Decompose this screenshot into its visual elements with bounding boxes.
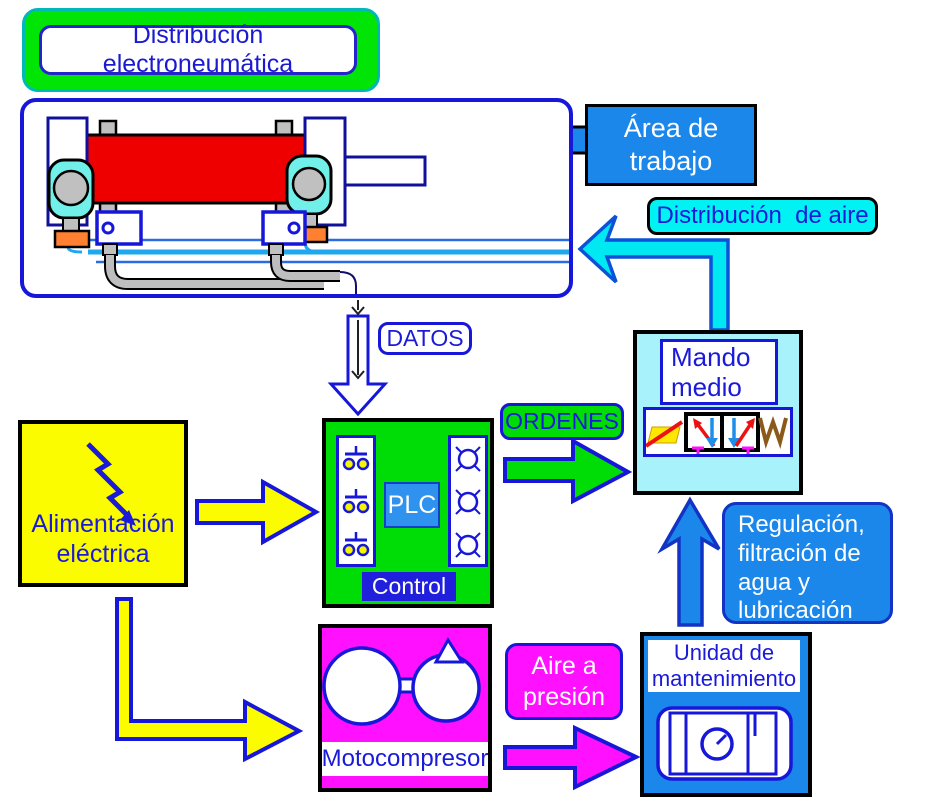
lamp-1	[455, 446, 481, 472]
maintenance-unit-icon	[656, 706, 793, 781]
unidad-line1: Unidad de	[673, 639, 775, 665]
sensor-right-stem	[268, 243, 284, 256]
aire-presion-label: Aire a presión	[505, 643, 623, 720]
motocompresor-label: Motocompresor	[322, 742, 488, 776]
page-title: Distribución electroneumática	[39, 21, 357, 78]
cylinder-illustration	[46, 116, 569, 294]
exhaust-t-left	[692, 446, 704, 454]
ordenes-arrow	[503, 437, 633, 505]
sensor-right-led	[287, 221, 301, 235]
regulacion-line3: agua y	[738, 568, 811, 596]
title-frame: Distribución electroneumática	[22, 8, 380, 92]
alimentacion-label: Alimentación eléctrica	[22, 510, 184, 569]
lamp-2	[455, 489, 481, 515]
unidad-label: Unidad de mantenimiento	[648, 640, 800, 692]
lamp-panel	[448, 435, 488, 567]
aire-presion-line2: presión	[523, 682, 605, 711]
valve-left-stem	[62, 217, 80, 232]
power-arrow-right	[195, 478, 321, 546]
aire-presion-line1: Aire a	[531, 652, 597, 680]
distribucion-aire-label: Distribución de aire	[647, 197, 878, 235]
compressor-icon	[322, 637, 481, 726]
solenoid-slash	[644, 420, 684, 448]
control-box: PLC Con	[322, 418, 494, 608]
datos-text: DATOS	[386, 325, 464, 351]
regulacion-line1: Regulación,	[738, 511, 865, 538]
pushbutton-2	[342, 489, 370, 514]
power-arrow-down	[115, 597, 304, 763]
lamp-icons	[455, 446, 481, 558]
flow-red-1-head	[693, 418, 702, 429]
gauge-needle	[715, 733, 728, 746]
flow-blue-1-head	[706, 438, 718, 448]
exhaust-t-right	[742, 446, 754, 454]
control-text: Control	[371, 573, 447, 599]
datos-inner-arrowhead	[351, 370, 365, 380]
sensor-left-stem	[102, 243, 118, 256]
cable-right	[272, 255, 340, 280]
ordenes-label: ORDENES	[500, 403, 624, 440]
sensor-left	[95, 210, 143, 246]
area-trabajo-line1: Área de	[623, 113, 719, 144]
spring-icon	[758, 415, 788, 449]
valve-left-knob	[52, 169, 90, 207]
regulacion-line4: lubricación	[738, 597, 853, 625]
valve-right-knob	[291, 166, 327, 202]
regulacion-box: Regulación, filtración de agua y lubrica…	[722, 502, 893, 624]
plc-text: PLC	[387, 490, 437, 519]
page-title-text: Distribución electroneumática	[102, 21, 294, 78]
ordenes-text: ORDENES	[505, 408, 619, 434]
pushbutton-3	[342, 532, 370, 557]
cylinder-body	[85, 133, 307, 205]
maintenance-to-valve-arrow	[657, 496, 721, 627]
flow-red-2	[734, 421, 754, 447]
motocompresor-text: Motocompresor	[321, 745, 489, 772]
regulacion-line2: filtración de	[738, 539, 861, 567]
mando-medio-line2: medio	[671, 372, 742, 402]
piston-rod	[343, 155, 427, 187]
directional-valve-icon	[644, 412, 788, 454]
mando-medio-box: Mando medio	[633, 330, 803, 495]
compressed-air-arrow	[503, 724, 641, 791]
datos-signal-arrowhead	[351, 306, 365, 316]
flow-red-2-head	[746, 418, 755, 429]
control-label: Control	[362, 572, 456, 601]
lightning-icon	[86, 442, 136, 526]
pushbutton-panel	[336, 435, 376, 567]
datos-label: DATOS	[378, 322, 472, 355]
alimentacion-line1: Alimentación	[31, 510, 175, 538]
unidad-line2: mantenimiento	[651, 666, 797, 691]
data-wire	[339, 271, 357, 294]
cable-left	[106, 255, 324, 288]
sensor-left-led	[101, 221, 115, 235]
work-area-box	[20, 98, 573, 298]
pushbutton-icons	[342, 446, 370, 557]
area-trabajo-label: Área de trabajo	[585, 104, 757, 186]
plc-module: PLC	[384, 482, 440, 528]
compressor-circle	[411, 653, 481, 723]
alimentacion-line2: eléctrica	[56, 539, 150, 568]
distribucion-aire-text: Distribución de aire	[656, 202, 869, 229]
alimentacion-box: Alimentación eléctrica	[18, 420, 188, 587]
unidad-mantenimiento-box: Unidad de mantenimiento	[640, 632, 812, 797]
area-trabajo-line2: trabajo	[629, 146, 713, 176]
motocompresor-box: Motocompresor	[318, 624, 492, 792]
mando-medio-line1: Mando	[671, 341, 751, 372]
compressor-valve-triangle	[433, 637, 465, 664]
lamp-3	[455, 532, 481, 558]
valve-left-pad	[53, 229, 91, 249]
valve-symbol-frame	[643, 407, 793, 457]
flow-blue-2-head	[728, 438, 740, 448]
mando-medio-label: Mando medio	[660, 339, 778, 405]
pushbutton-1	[342, 446, 370, 471]
motor-circle	[322, 646, 402, 726]
